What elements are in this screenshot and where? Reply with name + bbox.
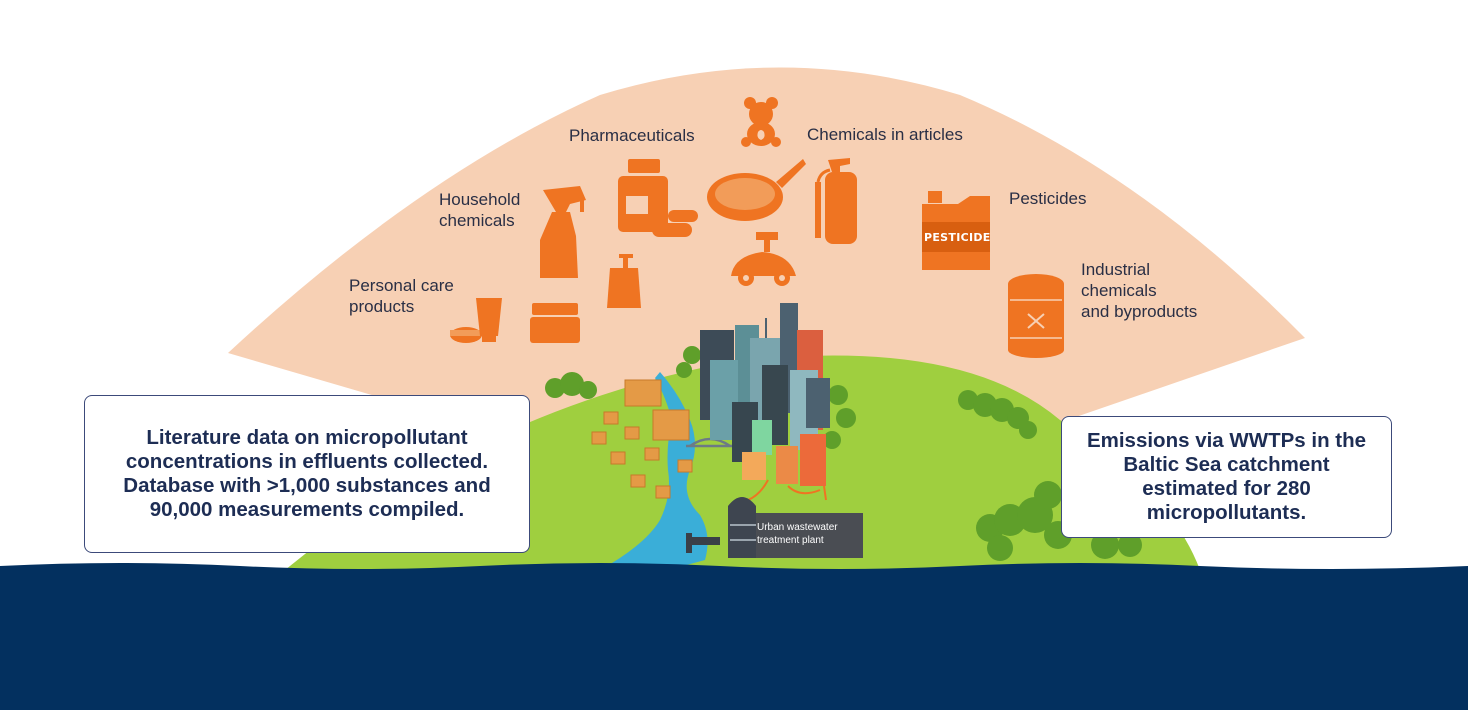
sea <box>0 563 1468 710</box>
label-personal-care: Personal care products <box>349 276 454 316</box>
teddy-bear-icon <box>741 97 781 147</box>
sewer-pipes <box>747 479 827 501</box>
cream-jar-icon <box>530 303 580 343</box>
pesticide-canister-icon <box>922 191 990 270</box>
barrel-icon <box>1008 274 1064 358</box>
soap-dish-icon <box>450 327 482 343</box>
capsule-icon <box>652 210 698 237</box>
treatment-plant-label: Urban wastewater treatment plant <box>757 522 838 546</box>
trees <box>545 346 1142 561</box>
literature-data-box: Literature data on micropollutant concen… <box>84 395 530 553</box>
houses <box>591 379 693 499</box>
label-pharmaceuticals: Pharmaceuticals <box>569 126 695 145</box>
emissions-text: Emissions via WWTPs in the Baltic Sea ca… <box>1086 429 1367 524</box>
cream-tube-icon <box>476 298 502 342</box>
city-buildings <box>700 303 830 486</box>
pesticide-canister-text: PESTICIDE <box>924 231 991 244</box>
literature-data-text: Literature data on micropollutant concen… <box>123 426 491 521</box>
treatment-plant <box>686 497 863 558</box>
pump-dispenser-icon <box>607 254 641 308</box>
label-chemicals-in-articles: Chemicals in articles <box>807 125 963 144</box>
label-pesticides: Pesticides <box>1009 189 1087 208</box>
frying-pan-icon <box>707 159 806 221</box>
wind-up-car-icon <box>731 232 796 286</box>
label-industrial-chemicals: Industrial chemicals and byproducts <box>1081 260 1198 321</box>
fire-extinguisher-icon <box>815 158 857 244</box>
pill-bottle-icon <box>618 159 668 232</box>
label-household-chemicals: Household chemicals <box>439 190 521 230</box>
spray-bottle-icon <box>540 186 586 278</box>
emissions-box: Emissions via WWTPs in the Baltic Sea ca… <box>1061 416 1392 538</box>
